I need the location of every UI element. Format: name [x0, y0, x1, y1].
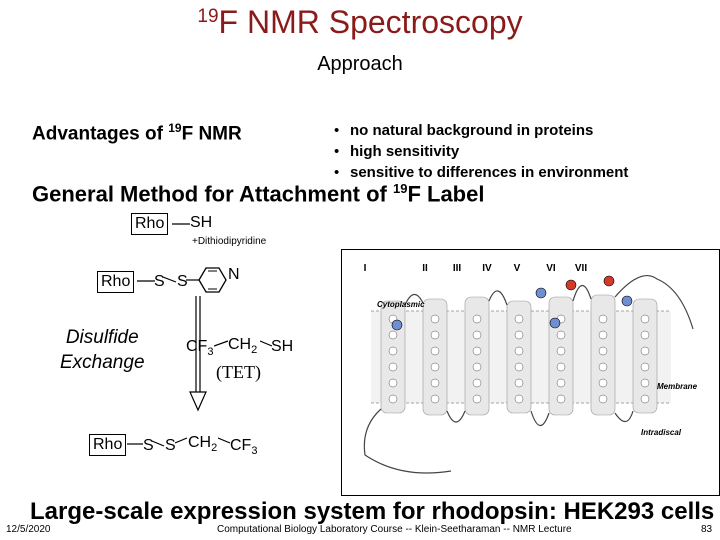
bond-line [137, 280, 155, 282]
labeled-residues [391, 275, 633, 331]
disulfide-exchange-label: Disulfide Exchange [60, 327, 145, 373]
reagent-label: +Dithiodipyridine [192, 236, 267, 247]
slide-subtitle: Approach [317, 53, 403, 75]
bond-line [218, 437, 231, 444]
helix-label: I [364, 263, 367, 274]
advantages-list: no natural background in proteins high s… [334, 120, 628, 183]
membrane-label: Membrane [657, 382, 698, 391]
nitrogen-label: N [228, 266, 240, 283]
rho-box: Rho [89, 434, 127, 456]
product-formula: CH2 [188, 434, 218, 455]
reaction-arrow-icon [189, 296, 207, 412]
bond-line [260, 340, 273, 347]
cytoplasmic-label: Cytoplasmic [377, 300, 425, 309]
bullet-item: sensitive to differences in environment [334, 162, 628, 183]
helix-label: VII [575, 263, 587, 274]
bond-line [172, 223, 190, 225]
tet-label: (TET) [216, 362, 261, 382]
slide-date: 12/5/2020 [6, 524, 51, 535]
page-number: 83 [701, 524, 713, 535]
helix-label: II [422, 263, 428, 274]
slide-title: 19F NMR Spectroscopy [197, 4, 523, 40]
pyridine-ring-icon [186, 267, 227, 293]
rho-box: Rho [131, 213, 169, 235]
tet-formula: CF3 [186, 338, 214, 359]
sulfur-label: S [143, 437, 154, 454]
product-formula: CF3 [230, 437, 258, 458]
method-heading: General Method for Attachment of 19F Lab… [32, 181, 485, 207]
connecting-loops [363, 275, 694, 474]
bullet-item: high sensitivity [334, 141, 628, 162]
helix-label: IV [482, 263, 492, 274]
bond-line [163, 276, 177, 283]
bullet-item: no natural background in proteins [334, 120, 628, 141]
slide-footer-heading: Large-scale expression system for rhodop… [30, 498, 715, 525]
helix-label: V [514, 263, 521, 274]
transmembrane-helices [380, 294, 658, 416]
helix-label: VI [546, 263, 556, 274]
thiol-label: SH [271, 338, 294, 355]
intradiscal-label: Intradiscal [641, 428, 682, 437]
bond-line [214, 340, 229, 347]
sulfur-label: S [165, 437, 176, 454]
course-footer: Computational Biology Laboratory Course … [217, 524, 572, 535]
sulfur-label: S [154, 273, 165, 290]
advantages-heading: Advantages of 19F NMR [32, 121, 242, 145]
bond-line [152, 440, 165, 447]
helix-label: III [453, 263, 462, 274]
bond-line [175, 437, 188, 444]
rho-box: Rho [97, 271, 135, 293]
rhodopsin-topology-diagram: I II III IV V VI VII Cytoplasmic Membran… [341, 249, 720, 496]
bond-line [127, 443, 143, 445]
tet-formula: CH2 [228, 336, 258, 357]
sulfur-label: S [177, 273, 188, 290]
thiol-label: SH [190, 214, 213, 231]
